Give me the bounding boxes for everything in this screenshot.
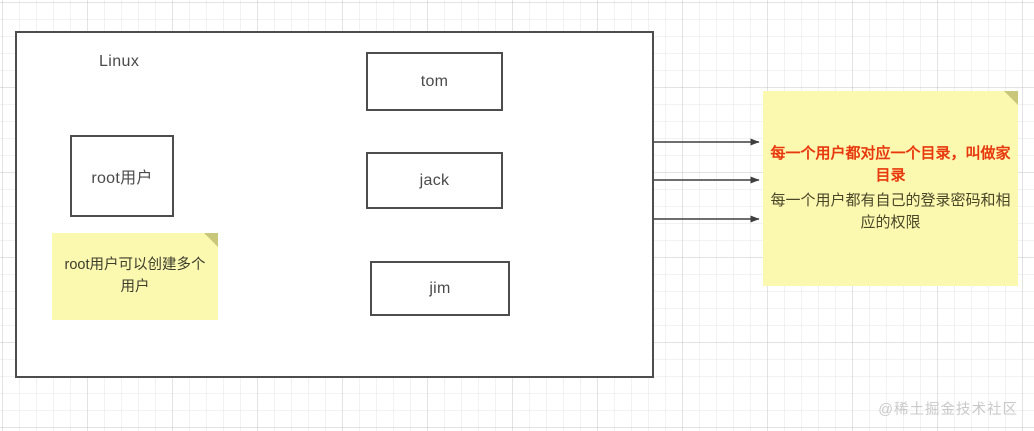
node-jim[interactable]: jim — [370, 261, 510, 316]
node-root-user[interactable]: root用户 — [70, 135, 174, 217]
watermark-label: @稀土掘金技术社区 — [878, 402, 1018, 418]
node-jack-label: jack — [419, 171, 450, 189]
node-root-user-label: root用户 — [91, 170, 153, 187]
linux-container-label: Linux — [99, 53, 140, 70]
node-jack[interactable]: jack — [366, 152, 503, 209]
sticky-note-right-text-secondary: 每一个用户都有自己的登录密码和相应的权限 — [770, 191, 1011, 232]
sticky-note-right[interactable]: 每一个用户都对应一个目录，叫做家目录 每一个用户都有自己的登录密码和相应的权限 — [763, 91, 1018, 286]
node-jim-label: jim — [429, 279, 451, 297]
sticky-note-left-text: root用户可以创建多个用户 — [64, 257, 206, 295]
sticky-note-right-text-primary: 每一个用户都对应一个目录，叫做家目录 — [770, 144, 1011, 185]
note-fold-corner-icon — [204, 233, 218, 247]
sticky-note-left[interactable]: root用户可以创建多个用户 — [52, 233, 218, 320]
node-tom[interactable]: tom — [366, 52, 503, 111]
node-tom-label: tom — [420, 72, 449, 90]
note-fold-corner-icon — [1004, 91, 1018, 105]
